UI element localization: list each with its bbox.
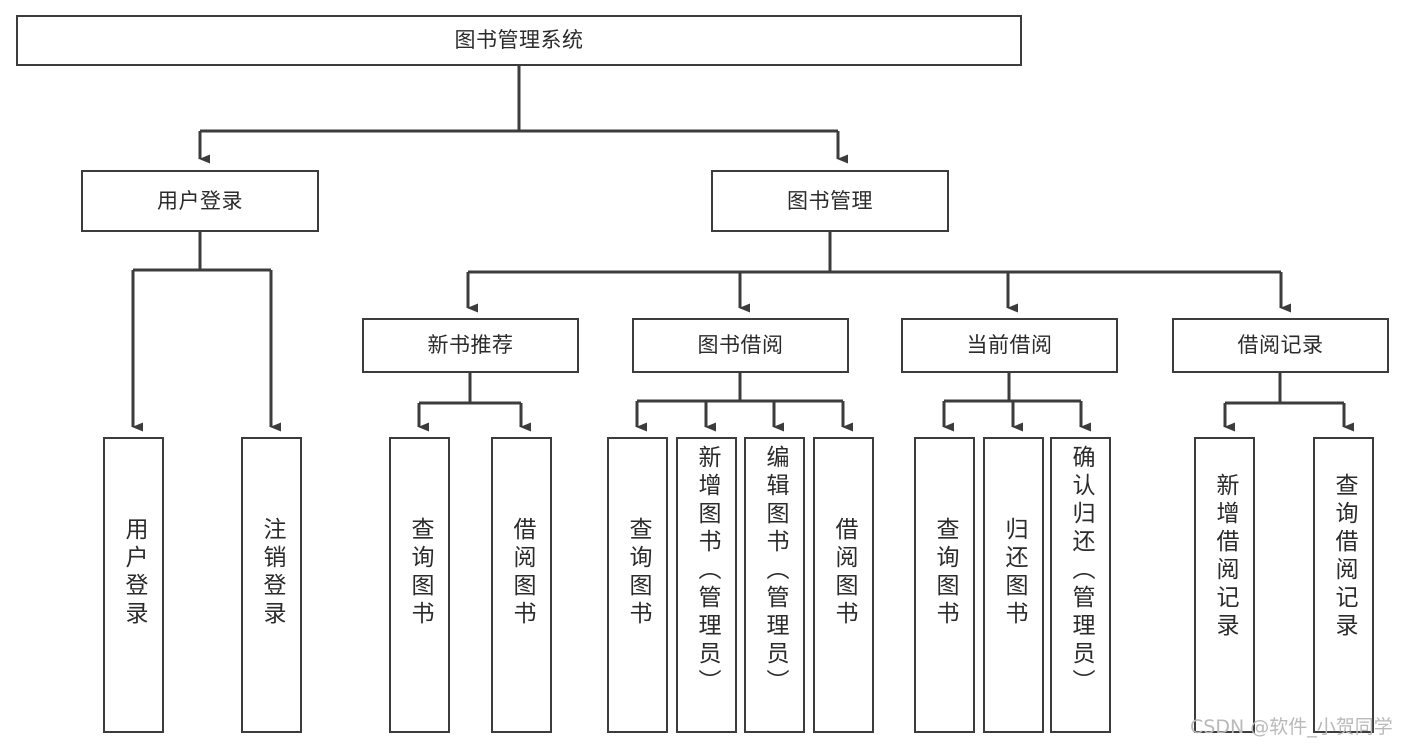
node-leaf-query-book-1[interactable]: 查询图书	[389, 437, 450, 733]
node-leaf-confirm-return-label: 确认归还（管理员）	[1068, 445, 1094, 697]
node-leaf-borrow-book-2[interactable]: 借阅图书	[813, 437, 874, 733]
node-current-borrow-label: 当前借阅	[966, 333, 1053, 358]
node-leaf-edit-book[interactable]: 编辑图书（管理员）	[744, 437, 805, 733]
node-leaf-borrow-book-1[interactable]: 借阅图书	[491, 437, 552, 733]
node-leaf-query-book-1-label: 查询图书	[407, 517, 433, 629]
node-leaf-borrow-book-1-label: 借阅图书	[509, 517, 535, 629]
node-new-book-recommend-label: 新书推荐	[427, 333, 514, 358]
node-leaf-query-record-label: 查询借阅记录	[1331, 473, 1357, 641]
node-leaf-confirm-return[interactable]: 确认归还（管理员）	[1050, 437, 1111, 733]
node-new-book-recommend[interactable]: 新书推荐	[362, 318, 579, 373]
node-leaf-query-book-2-label: 查询图书	[625, 517, 651, 629]
node-book-manage[interactable]: 图书管理	[711, 170, 949, 232]
node-book-borrow-label: 图书借阅	[697, 333, 784, 358]
node-leaf-borrow-book-2-label: 借阅图书	[831, 517, 857, 629]
node-leaf-user-login-label: 用户登录	[121, 517, 147, 629]
node-borrow-record[interactable]: 借阅记录	[1172, 318, 1389, 373]
node-user-login[interactable]: 用户登录	[81, 170, 319, 232]
node-root-label: 图书管理系统	[454, 28, 584, 53]
node-book-manage-label: 图书管理	[787, 188, 873, 213]
node-leaf-add-book[interactable]: 新增图书（管理员）	[676, 437, 737, 733]
watermark: CSDN @软件_小贺同学	[1190, 716, 1393, 738]
node-leaf-user-login[interactable]: 用户登录	[103, 437, 164, 733]
node-leaf-query-book-2[interactable]: 查询图书	[607, 437, 668, 733]
node-leaf-add-record-label: 新增借阅记录	[1212, 473, 1238, 641]
node-leaf-query-record[interactable]: 查询借阅记录	[1313, 437, 1374, 733]
node-leaf-logout-label: 注销登录	[259, 517, 285, 629]
node-book-borrow[interactable]: 图书借阅	[632, 318, 849, 373]
node-leaf-add-book-label: 新增图书（管理员）	[694, 445, 720, 697]
node-leaf-return-book-label: 归还图书	[1001, 517, 1027, 629]
node-user-login-label: 用户登录	[157, 188, 243, 213]
node-current-borrow[interactable]: 当前借阅	[901, 318, 1118, 373]
node-leaf-query-book-3[interactable]: 查询图书	[914, 437, 975, 733]
node-root[interactable]: 图书管理系统	[16, 15, 1022, 66]
node-leaf-edit-book-label: 编辑图书（管理员）	[762, 445, 788, 697]
node-leaf-add-record[interactable]: 新增借阅记录	[1194, 437, 1255, 733]
node-leaf-query-book-3-label: 查询图书	[932, 517, 958, 629]
node-leaf-return-book[interactable]: 归还图书	[983, 437, 1044, 733]
node-leaf-logout[interactable]: 注销登录	[241, 437, 302, 733]
node-borrow-record-label: 借阅记录	[1237, 333, 1324, 358]
